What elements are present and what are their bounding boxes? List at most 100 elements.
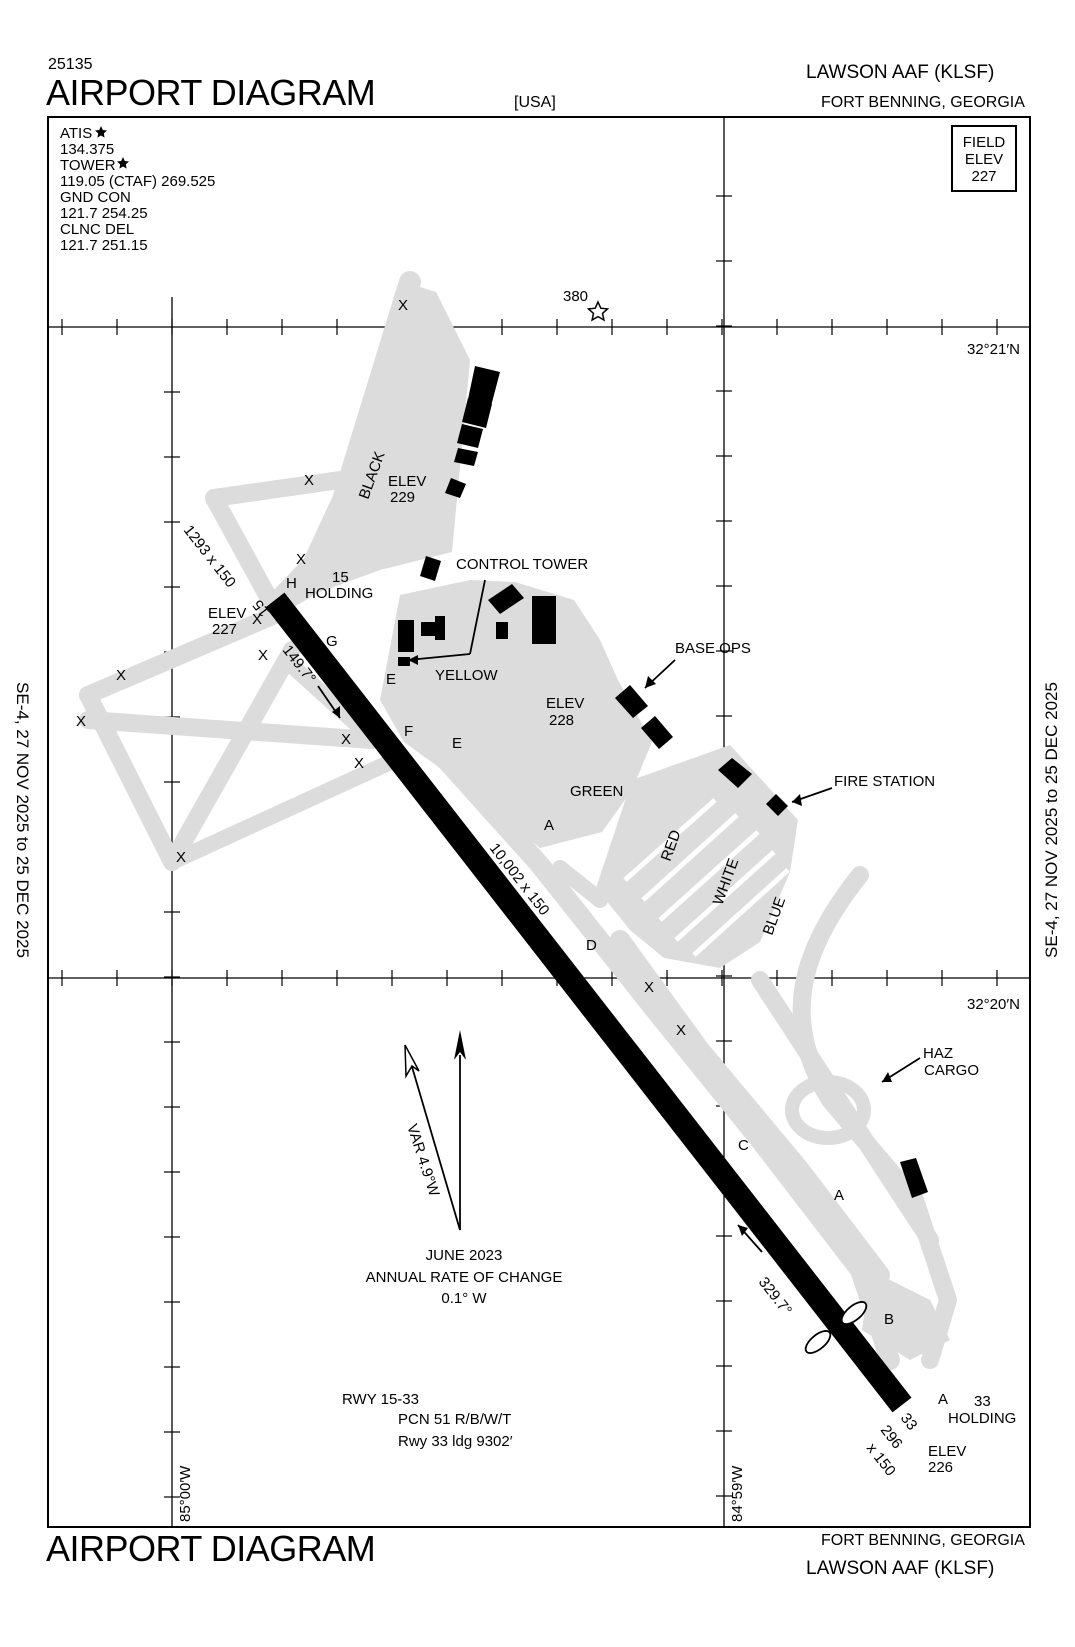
- closed-marker: X: [296, 551, 306, 568]
- arrowhead: [332, 706, 340, 718]
- building: [445, 478, 466, 498]
- magvar-symbol: [404, 1030, 466, 1231]
- taxiway-f-label: F: [404, 723, 413, 740]
- fire-station-building: [766, 794, 788, 816]
- runway-ident-15: 15: [249, 596, 273, 620]
- lat-north-label: 32°21′N: [967, 341, 1020, 358]
- taxiway-g-label: G: [326, 633, 338, 650]
- tower-star-icon: [117, 157, 129, 169]
- field-elev-l2: ELEV: [965, 151, 1003, 168]
- haz-label: HAZ: [923, 1045, 953, 1062]
- true-north-arrowhead: [454, 1030, 466, 1060]
- holding-15-number: 15: [332, 569, 349, 586]
- magnetic-north-arrow: [409, 1059, 461, 1231]
- field-elev-box: [951, 125, 1017, 192]
- black-elev-label: ELEV: [388, 473, 426, 490]
- gnd-freq: 121.7 254.25: [60, 205, 148, 222]
- rwy-info-line-1: RWY 15-33: [342, 1391, 419, 1408]
- obstacle-star-icon: [586, 300, 610, 322]
- taxiway-a-label-south: A: [938, 1391, 948, 1408]
- footer-title: AIRPORT DIAGRAM: [46, 1528, 376, 1569]
- field-elev-l3: 227: [971, 168, 996, 185]
- closed-marker: X: [116, 667, 126, 684]
- building: [462, 398, 492, 428]
- magvar-rate-value: 0.1° W: [441, 1290, 487, 1307]
- closed-marker: X: [676, 1022, 686, 1039]
- closed-marker: X: [252, 611, 262, 628]
- black-elev-value: 229: [390, 489, 415, 506]
- base-ops-label: BASE OPS: [675, 640, 751, 657]
- control-tower-label: CONTROL TOWER: [456, 556, 588, 573]
- obstacle-height: 380: [563, 288, 588, 305]
- ramp-green-label: GREEN: [570, 783, 623, 800]
- closed-marker: X: [304, 472, 314, 489]
- building: [454, 448, 478, 466]
- lat-south-label: 32°20′N: [967, 996, 1020, 1013]
- se-elev-value: 226: [928, 1459, 953, 1476]
- wind-cone-icon: [840, 1301, 868, 1325]
- atis-freq: 134.375: [60, 141, 114, 158]
- closed-marker: X: [258, 647, 268, 664]
- closed-marker: X: [176, 849, 186, 866]
- closed-marker: X: [341, 731, 351, 748]
- runway-15-33: [265, 592, 912, 1413]
- arrowhead: [738, 1225, 748, 1236]
- country-label: [USA]: [514, 94, 556, 111]
- cargo-label: CARGO: [924, 1062, 979, 1079]
- taxiway-h-label: H: [286, 575, 297, 592]
- lon-east-label: 84°59′W: [729, 1465, 746, 1522]
- building: [496, 622, 508, 639]
- fire-station-label: FIRE STATION: [834, 773, 935, 790]
- atis-label: ATIS: [60, 125, 92, 142]
- footer-airport: LAWSON AAF (KLSF): [806, 1558, 995, 1579]
- arrowhead: [792, 794, 802, 806]
- nw-elev-label: ELEV: [208, 605, 246, 622]
- closed-marker: X: [354, 755, 364, 772]
- ramp-dividers: [623, 798, 790, 957]
- base-ops-building: [615, 685, 648, 718]
- arrowhead: [408, 655, 418, 665]
- closed-marker: X: [398, 297, 408, 314]
- taxiway-e-label-south: E: [452, 735, 462, 752]
- taxiway-b-label: B: [884, 1311, 894, 1328]
- building: [532, 596, 556, 644]
- holding-33-number: 33: [974, 1393, 991, 1410]
- page-title: AIRPORT DIAGRAM: [46, 72, 376, 113]
- holding-15-label: HOLDING: [305, 585, 373, 602]
- map-frame: [47, 116, 1031, 1528]
- ramp-yellow-label: YELLOW: [435, 667, 498, 684]
- haz-cargo-loop: [785, 1075, 871, 1145]
- buildings: [398, 366, 928, 1198]
- building: [718, 758, 752, 788]
- control-tower-building: [398, 657, 410, 666]
- pavement: [79, 271, 957, 1370]
- magvar-date: JUNE 2023: [426, 1247, 503, 1264]
- taxiway-d-label: D: [586, 937, 597, 954]
- building: [488, 584, 524, 614]
- wind-cone-icon: [804, 1330, 832, 1354]
- main-elev-value: 228: [549, 712, 574, 729]
- building: [641, 716, 673, 749]
- tower-freq: 119.05 (CTAF) 269.525: [60, 173, 215, 190]
- atis-star-icon: [95, 126, 107, 138]
- location-label: FORT BENNING, GEORGIA: [821, 94, 1025, 111]
- magvar-rate-label: ANNUAL RATE OF CHANGE: [366, 1269, 563, 1286]
- building: [900, 1158, 928, 1198]
- gnd-label: GND CON: [60, 189, 131, 206]
- taxiway-e-label-north: E: [386, 671, 396, 688]
- building: [420, 556, 441, 581]
- closed-marker: X: [644, 979, 654, 996]
- graticule-ticks: [61, 195, 998, 1498]
- arrowhead: [645, 676, 656, 688]
- runway-ident-33: 33: [897, 1410, 921, 1434]
- magnetic-north-arrowhead: [404, 1044, 420, 1079]
- closed-marker: X: [76, 713, 86, 730]
- tower-label: TOWER: [60, 157, 116, 174]
- field-elev-l1: FIELD: [963, 134, 1006, 151]
- main-elev-label: ELEV: [546, 695, 584, 712]
- airport-name: LAWSON AAF (KLSF): [806, 62, 995, 83]
- se-elev-label: ELEV: [928, 1443, 966, 1460]
- tower-leader: [469, 579, 486, 655]
- rwy33-heading-label: 329.7°: [755, 1274, 795, 1319]
